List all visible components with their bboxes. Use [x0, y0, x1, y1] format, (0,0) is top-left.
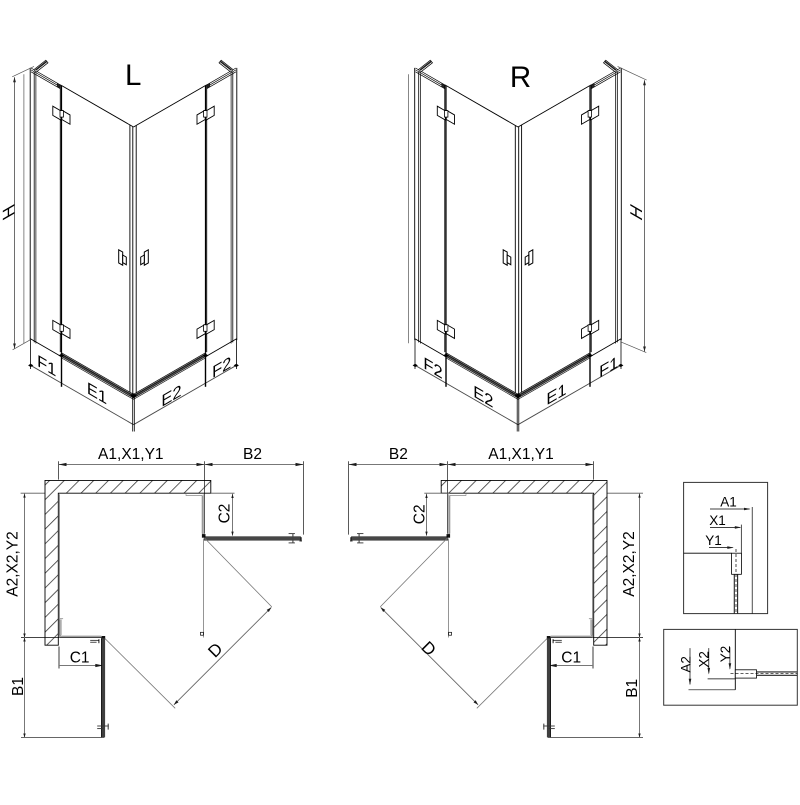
- svg-text:A1: A1: [720, 495, 737, 510]
- svg-text:C1: C1: [70, 649, 90, 666]
- svg-text:C2: C2: [411, 504, 428, 524]
- svg-text:A2,X2,Y2: A2,X2,Y2: [621, 531, 638, 597]
- svg-text:C1: C1: [561, 649, 581, 666]
- svg-text:R: R: [510, 61, 531, 94]
- svg-text:B1: B1: [10, 677, 27, 696]
- svg-text:A1,X1,Y1: A1,X1,Y1: [98, 446, 164, 463]
- svg-text:Y1: Y1: [705, 533, 722, 548]
- svg-text:Y2: Y2: [718, 646, 733, 663]
- svg-text:B1: B1: [624, 679, 641, 698]
- svg-text:A1,X1,Y1: A1,X1,Y1: [488, 446, 554, 463]
- svg-text:A2: A2: [678, 656, 693, 673]
- svg-text:L: L: [125, 59, 141, 92]
- svg-text:C2: C2: [216, 504, 233, 524]
- svg-text:B2: B2: [243, 446, 262, 463]
- svg-text:B2: B2: [389, 446, 408, 463]
- svg-text:A2,X2,Y2: A2,X2,Y2: [5, 531, 22, 597]
- svg-text:X2: X2: [697, 651, 712, 668]
- svg-text:X1: X1: [709, 513, 726, 528]
